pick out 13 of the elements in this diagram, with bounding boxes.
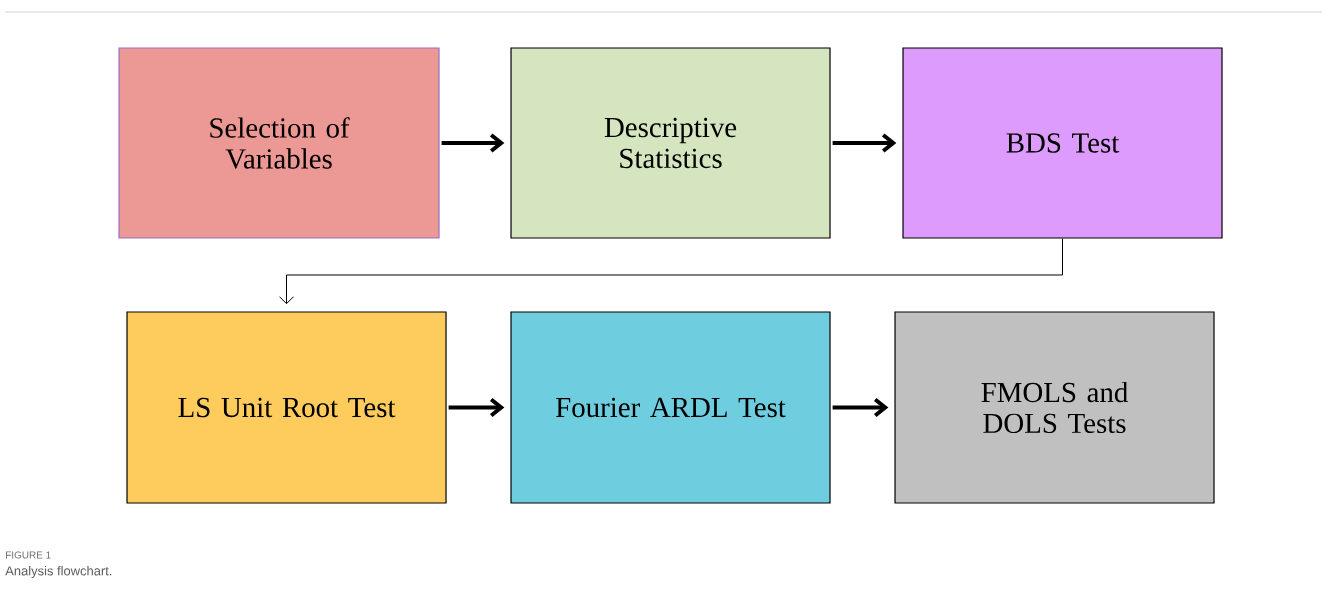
process-box: Descriptive Statistics [510, 47, 831, 239]
process-box: LS Unit Root Test [126, 311, 447, 504]
process-box: Fourier ARDL Test [510, 311, 831, 504]
process-box: Selection of Variables [118, 47, 440, 239]
arrow [832, 133, 897, 153]
arrow [441, 133, 505, 153]
arrow [279, 238, 1063, 305]
caption: Analysis flowchart. [5, 565, 112, 578]
figure-number: FIGURE 1 [6, 551, 51, 559]
process-box: BDS Test [902, 47, 1223, 239]
arrow [448, 397, 505, 418]
process-box: FMOLS and DOLS Tests [894, 311, 1215, 504]
arrow [832, 397, 889, 418]
